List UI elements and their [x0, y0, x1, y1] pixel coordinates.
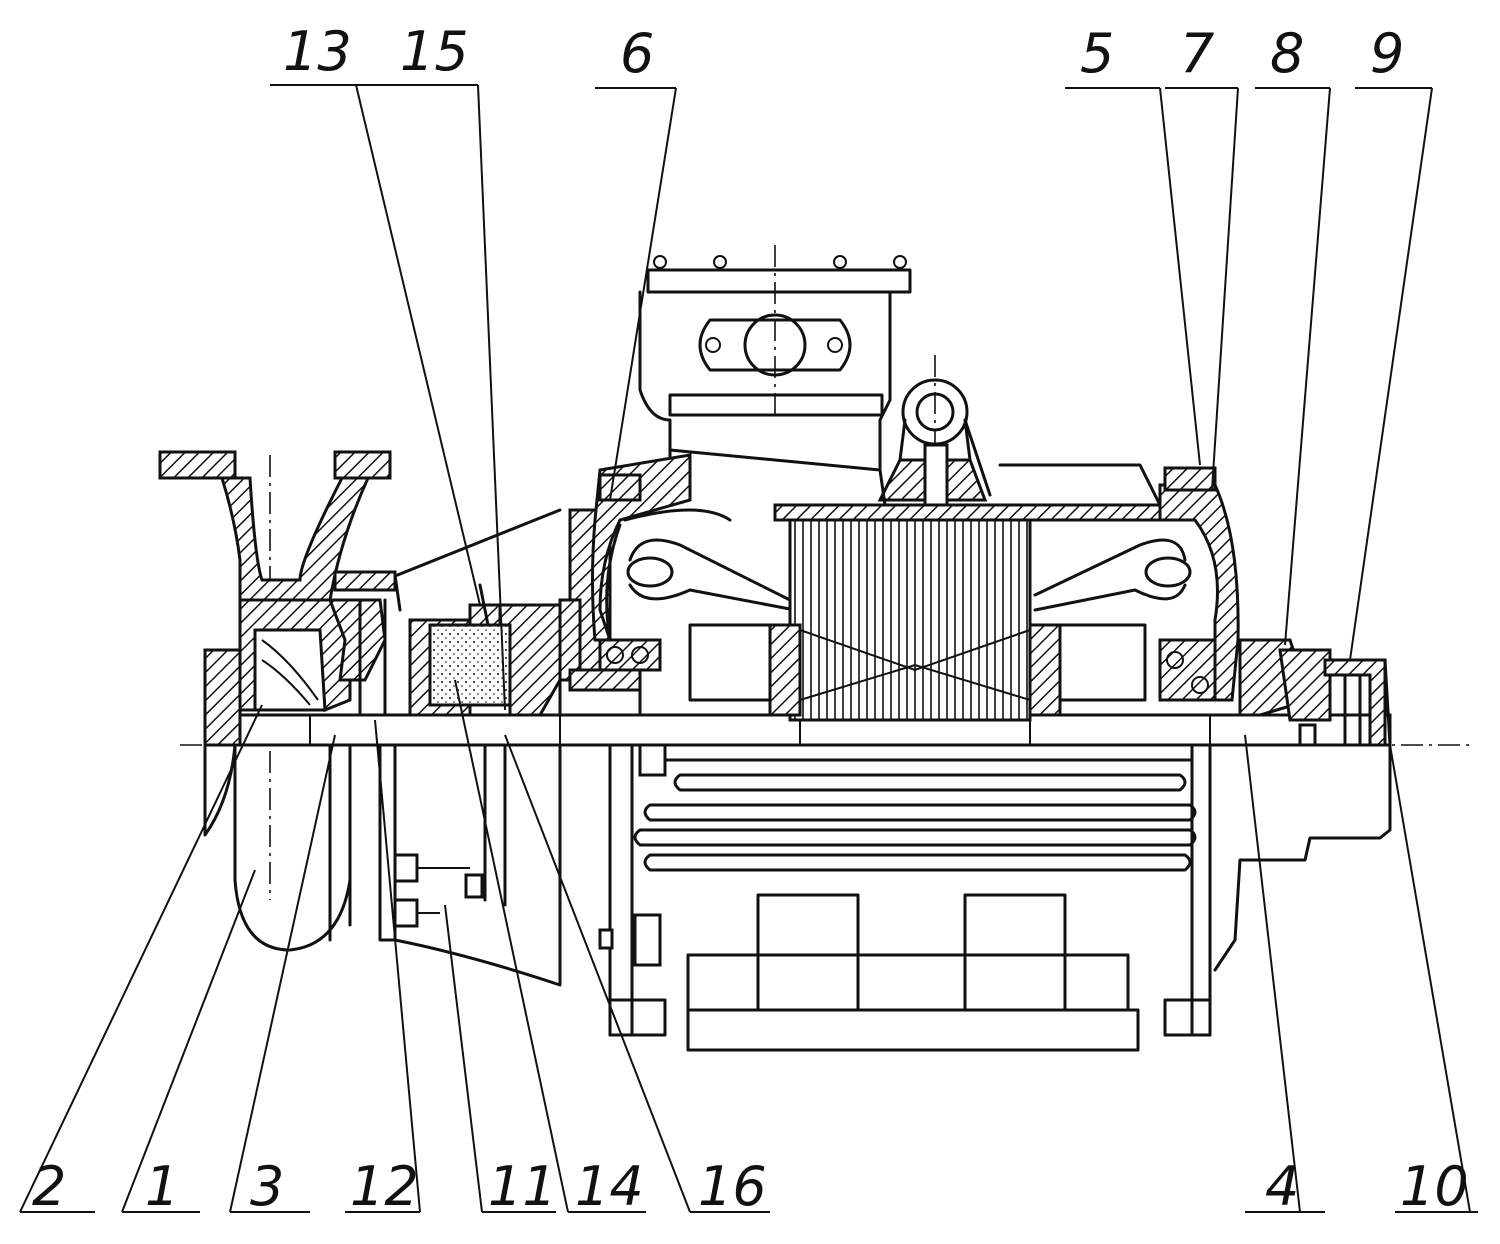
motor-body-lower	[598, 743, 1212, 1052]
callout-16: 16	[698, 1155, 767, 1218]
callout-11: 11	[488, 1155, 557, 1218]
callout-15: 15	[400, 20, 469, 83]
bearing-housing	[408, 508, 642, 717]
callout-12: 12	[350, 1155, 419, 1218]
motor-frame	[591, 448, 1240, 702]
callout-7: 7	[1180, 22, 1214, 85]
callout-9: 9	[1370, 22, 1404, 85]
leaders-bottom	[19, 679, 1478, 1213]
callout-3: 3	[250, 1155, 284, 1218]
callout-14: 14	[575, 1155, 644, 1218]
callout-labels: 13 15 6 5 7 8 9 2 1 3 12 11 14 16 4 10	[32, 20, 1469, 1218]
oil-chamber	[428, 623, 512, 707]
callout-10: 10	[1400, 1155, 1469, 1218]
bearing-bracket	[333, 508, 562, 987]
callout-13: 13	[283, 20, 352, 83]
callout-1: 1	[145, 1155, 179, 1218]
callout-5: 5	[1080, 22, 1114, 85]
rotor	[688, 623, 1147, 745]
callout-8: 8	[1270, 22, 1304, 85]
callout-2: 2	[32, 1155, 66, 1218]
pump-casing	[158, 450, 392, 952]
callout-4: 4	[1265, 1155, 1299, 1218]
stator-core	[768, 518, 1062, 722]
callout-6: 6	[620, 22, 654, 85]
rear-cover	[1213, 658, 1392, 972]
motor-bearings	[598, 638, 1332, 722]
leaders-top	[270, 84, 1433, 711]
terminal-box	[638, 255, 912, 472]
